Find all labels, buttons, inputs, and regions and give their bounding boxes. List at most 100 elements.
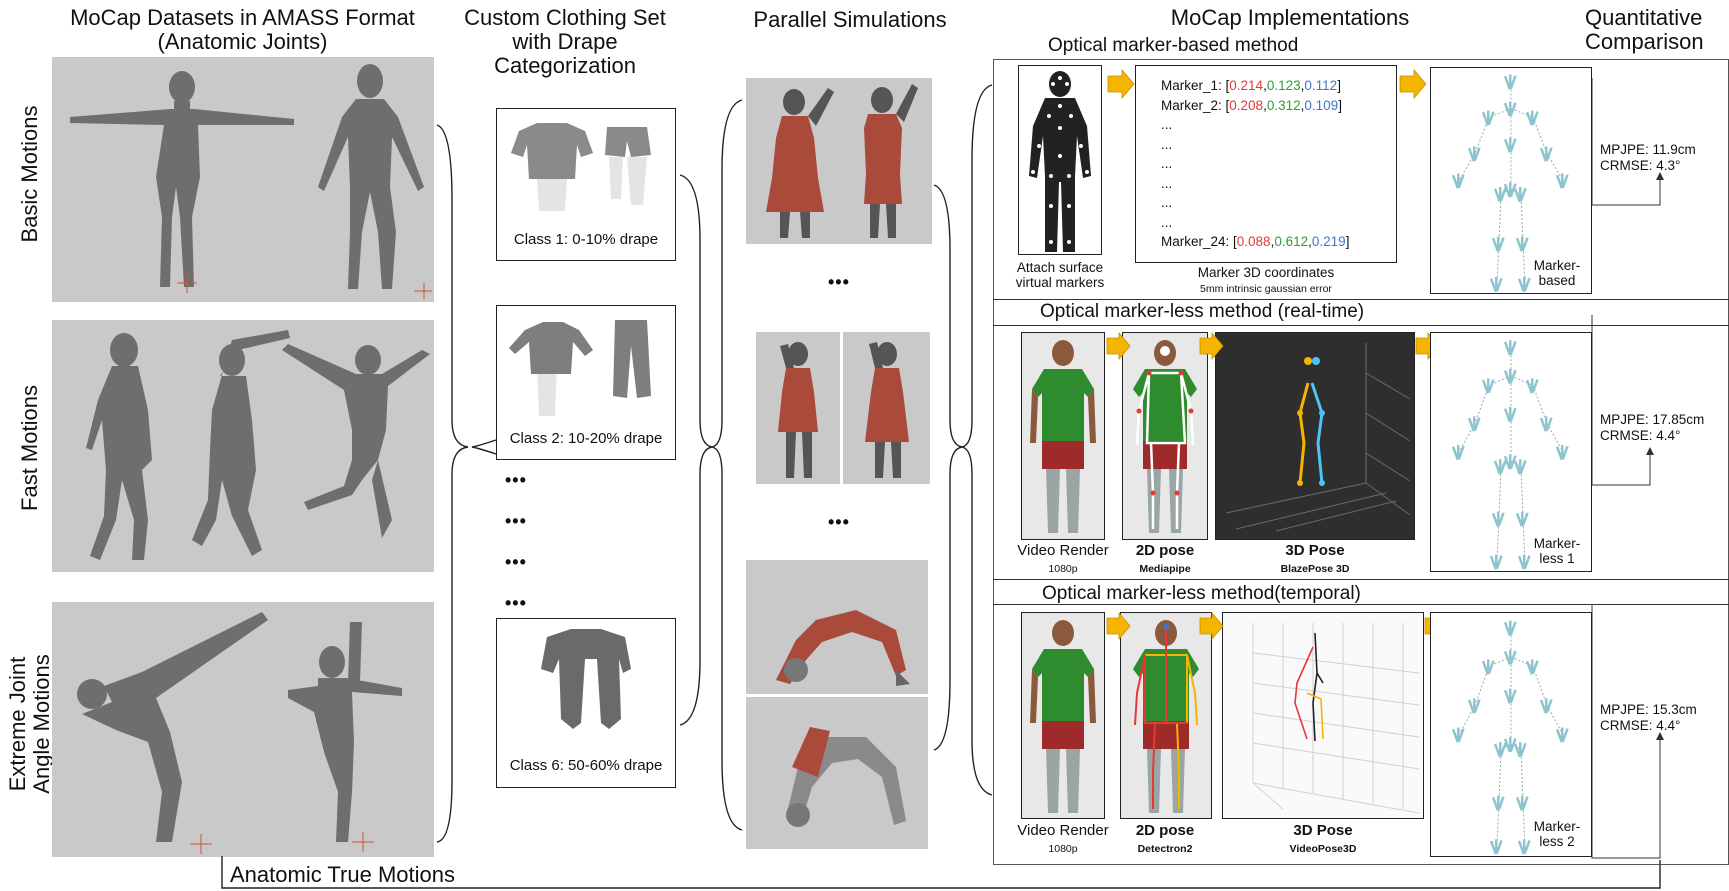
brace-col3-left bbox=[711, 99, 743, 831]
avatar-figure-2 bbox=[1030, 620, 1096, 813]
human-figure-vertical-split bbox=[288, 622, 402, 842]
fast-motions-panel bbox=[52, 320, 434, 572]
mpjpe-marker-based: MPJPE: 11.9cm bbox=[1600, 142, 1696, 157]
header-clothing-line3: Categorization bbox=[494, 53, 636, 78]
skeleton-joint-pelvis bbox=[1503, 182, 1517, 198]
skeleton-joint-le bbox=[1467, 416, 1481, 432]
skeleton-joint-lk bbox=[1491, 795, 1505, 811]
clothing-class1-label: Class 1: 0-10% drape bbox=[513, 231, 659, 248]
markerless-temporal-title: Optical marker-less method(temporal) bbox=[1042, 583, 1361, 604]
section-divider-1 bbox=[993, 299, 1729, 300]
markerless-realtime-title: Optical marker-less method (real-time) bbox=[1040, 301, 1365, 322]
video-render-sub-1: 1080p bbox=[1048, 563, 1078, 575]
skeleton-joint-ls bbox=[1481, 110, 1495, 126]
skeleton-joint-head bbox=[1503, 74, 1517, 90]
pose3d-box-2 bbox=[1222, 612, 1424, 819]
label-extreme-line2: Angle Motions bbox=[29, 654, 54, 794]
skeleton-bone bbox=[1522, 518, 1526, 562]
marker-ellipsis-5: ... bbox=[1161, 195, 1173, 210]
skeleton-bone bbox=[1474, 666, 1490, 706]
result-label-3-line1: Marker- bbox=[1533, 819, 1581, 834]
skeleton-result-1 bbox=[1451, 74, 1569, 293]
skeleton-bone bbox=[1546, 153, 1564, 181]
skeleton-joint-lw bbox=[1451, 445, 1465, 461]
result-label-markerless-1: Marker- less 1 bbox=[1527, 536, 1587, 566]
pose3d-label-2: 3D Pose bbox=[1293, 822, 1353, 839]
skeleton-joint-neck bbox=[1503, 368, 1517, 385]
skeleton-joint-pelvis bbox=[1503, 454, 1517, 470]
pose3d-sub-2: VideoPose3D bbox=[1289, 843, 1357, 855]
simulation-figure-bridge-2 bbox=[786, 727, 906, 827]
marker-ellipsis-1: ... bbox=[1161, 117, 1173, 132]
result-label-3-line2: less 2 bbox=[1539, 834, 1575, 849]
label-fast-motions: Fast Motions bbox=[17, 385, 42, 511]
pose3d-plot-1 bbox=[1225, 343, 1411, 532]
header-clothing-set: Custom Clothing Set with Drape Categoriz… bbox=[460, 6, 670, 78]
result-label-2-line2: less 1 bbox=[1539, 551, 1575, 566]
skeleton-bone bbox=[1474, 385, 1490, 424]
result-box-markerless-2: Marker- less 2 bbox=[1430, 612, 1592, 857]
marker-based-title: Optical marker-based method bbox=[1048, 35, 1299, 56]
mannequin-silhouette-2 bbox=[537, 366, 557, 416]
skeleton-joint-lh bbox=[1493, 459, 1507, 475]
simulation-figure-bridge bbox=[776, 610, 910, 686]
pose3d-skeleton-1a bbox=[1298, 382, 1310, 484]
skeleton-joint-rk bbox=[1515, 511, 1529, 527]
skeleton-bone bbox=[1496, 802, 1500, 847]
header-parallel-simulations: Parallel Simulations bbox=[753, 7, 947, 32]
skeleton-bone bbox=[1522, 802, 1526, 847]
marker-body-box bbox=[1018, 65, 1102, 255]
extreme-motions-panel bbox=[52, 602, 434, 857]
header-mocap-implementations: MoCap Implementations bbox=[1170, 5, 1410, 30]
header-mocap-datasets: MoCap Datasets in AMASS Format (Anatomic… bbox=[50, 6, 435, 54]
skeleton-joint-ra bbox=[1517, 277, 1531, 293]
marker-coords-caption: Marker 3D coordinates bbox=[1197, 265, 1335, 280]
skeleton-joint-ra bbox=[1517, 839, 1531, 855]
pose2d-skeleton-2b bbox=[1134, 627, 1187, 809]
section-divider-2 bbox=[993, 325, 1729, 326]
skeleton-joint-re bbox=[1539, 416, 1553, 432]
clothing-class2-box: Class 2: 10-20% drape bbox=[496, 305, 676, 460]
virtual-marker-dots bbox=[1031, 76, 1089, 244]
skeleton-joint-rw bbox=[1555, 445, 1569, 461]
skeleton-joint-rh bbox=[1513, 187, 1527, 203]
pose3d-skeleton-2b bbox=[1294, 646, 1314, 740]
clothing-class2-garments bbox=[509, 320, 651, 416]
trousers-icon bbox=[613, 320, 651, 398]
mannequin-silhouette bbox=[537, 157, 647, 211]
basic-motions-panel bbox=[52, 57, 434, 302]
skeleton-joint-lh bbox=[1493, 742, 1507, 758]
pose3d-sub-1: BlazePose 3D bbox=[1280, 563, 1350, 575]
skeleton-joint-re bbox=[1539, 146, 1553, 162]
skeleton-bone bbox=[1520, 193, 1524, 244]
attach-caption-line1: Attach surface bbox=[1016, 260, 1104, 275]
header-mocap-datasets-line2: (Anatomic Joints) bbox=[157, 29, 328, 54]
skeleton-joint-rk bbox=[1515, 236, 1529, 252]
skeleton-joint-lk bbox=[1491, 236, 1505, 252]
label-extreme-line1: Extreme Joint bbox=[5, 656, 30, 792]
long-sleeve-shirt-icon bbox=[509, 322, 593, 374]
video-render-label-1: Video Render bbox=[1017, 542, 1109, 559]
skeleton-bone bbox=[1532, 117, 1548, 154]
crmse-markerless-2: CRMSE: 4.4° bbox=[1600, 718, 1681, 733]
video-render-label-2: Video Render bbox=[1017, 822, 1109, 839]
marker-2-line: Marker_2: [0.208,0.312,0.109] bbox=[1161, 97, 1342, 113]
marker-ellipsis-4: ... bbox=[1161, 175, 1173, 191]
clothing-ellipsis-2: ••• bbox=[505, 511, 527, 531]
pose2d-figure-2 bbox=[1133, 620, 1199, 813]
simulation-panel-4 bbox=[746, 697, 928, 849]
pose3d-box-1 bbox=[1215, 332, 1415, 540]
brace-col4-left bbox=[961, 84, 993, 796]
skeleton-joint-chest bbox=[1503, 137, 1517, 153]
simulation-panel-2b bbox=[843, 332, 930, 484]
anatomic-true-motions-label: Anatomic True Motions bbox=[230, 862, 455, 887]
skeleton-bone bbox=[1532, 385, 1548, 424]
brace-col3 bbox=[933, 184, 963, 751]
pose3d-label-1: 3D Pose bbox=[1285, 542, 1345, 559]
simulation-panel-2a bbox=[756, 332, 840, 484]
skeleton-joint-rw bbox=[1555, 727, 1569, 743]
skeleton-joint-chest bbox=[1503, 688, 1517, 704]
skeleton-joint-lw bbox=[1451, 727, 1465, 743]
marker-24-line: Marker_24: [0.088,0.612,0.219] bbox=[1161, 234, 1350, 249]
header-clothing-line2: with Drape bbox=[512, 29, 618, 54]
